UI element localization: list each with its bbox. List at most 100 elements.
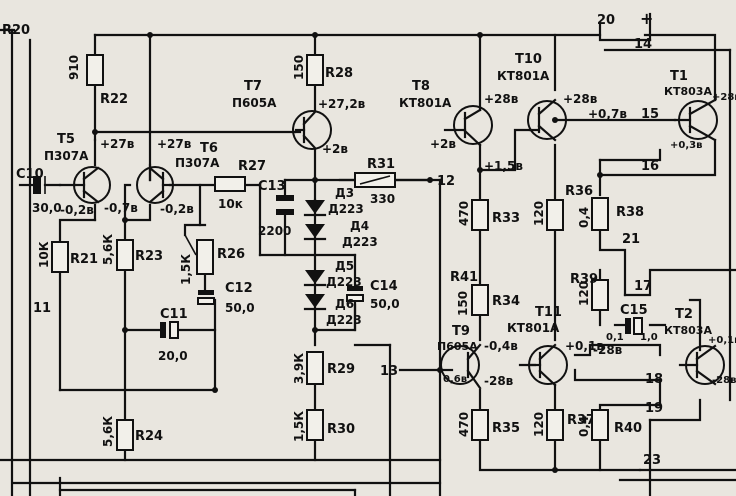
svg-text:R39: R39 — [570, 272, 598, 287]
svg-text:Д223: Д223 — [326, 313, 362, 327]
diode-d5: Д5 Д223 — [303, 259, 362, 289]
svg-text:470: 470 — [457, 201, 471, 226]
svg-text:-28в: -28в — [593, 343, 623, 357]
svg-text:КТ803А: КТ803А — [664, 324, 712, 337]
transistor-t2: T2 КТ803А — [664, 307, 725, 386]
svg-text:R27: R27 — [238, 159, 266, 174]
svg-text:C14: C14 — [370, 279, 398, 294]
svg-text:+28в: +28в — [484, 92, 519, 106]
svg-text:120: 120 — [532, 201, 546, 226]
resistor-r36: R36 120 — [532, 184, 593, 231]
svg-text:C15: C15 — [620, 303, 648, 318]
svg-text:+2в: +2в — [430, 137, 456, 151]
svg-text:-28в: -28в — [484, 374, 514, 388]
resistor-r27: R27 10к — [214, 159, 266, 211]
capacitor-c13: C13 2200 — [258, 179, 294, 238]
resistor-r41-label: R41 — [450, 270, 478, 285]
svg-text:Д223: Д223 — [328, 202, 364, 216]
svg-text:3,9К: 3,9К — [292, 353, 306, 384]
resistor-r24: R24 5,6К — [101, 416, 163, 451]
transistor-t5: T5 П307А — [44, 132, 111, 204]
transistor-t10: T10 КТ801А — [497, 52, 567, 142]
transistor-t1: T1 КТ803А — [664, 69, 718, 142]
svg-text:R23: R23 — [135, 249, 163, 264]
resistor-r22: R22 910 — [67, 54, 128, 107]
svg-text:10к: 10к — [218, 197, 243, 211]
terminal-12: 12 — [437, 174, 455, 189]
capacitor-c14: C14 50,0 — [346, 279, 400, 311]
svg-text:+28в: +28в — [712, 92, 736, 103]
svg-text:50,0: 50,0 — [225, 301, 255, 315]
svg-text:5,6К: 5,6К — [101, 416, 115, 447]
svg-text:КТ801А: КТ801А — [507, 321, 560, 335]
resistor-r37: R37 120 — [532, 409, 595, 441]
svg-text:+0,7в: +0,7в — [588, 107, 627, 121]
svg-text:2200: 2200 — [258, 224, 291, 238]
svg-text:120: 120 — [577, 281, 591, 306]
terminal-plus: + — [640, 9, 653, 28]
svg-text:R28: R28 — [325, 66, 353, 81]
svg-text:Д223: Д223 — [342, 235, 378, 249]
svg-text:R29: R29 — [327, 362, 355, 377]
svg-text:R22: R22 — [100, 92, 128, 107]
svg-text:-0,2в: -0,2в — [160, 202, 194, 216]
svg-text:R34: R34 — [492, 294, 520, 309]
capacitor-c11: C11 20,0 — [158, 307, 188, 363]
svg-text:R35: R35 — [492, 421, 520, 436]
svg-text:R30: R30 — [327, 422, 355, 437]
svg-text:Д3: Д3 — [335, 186, 354, 200]
terminal-16: 16 — [641, 159, 659, 174]
terminal-r20: R20 — [2, 23, 30, 38]
svg-text:+27в: +27в — [157, 137, 192, 151]
svg-text:20,0: 20,0 — [158, 349, 188, 363]
terminal-11: 11 — [33, 301, 51, 316]
svg-text:0,6в: 0,6в — [443, 374, 467, 385]
svg-text:T9: T9 — [452, 324, 470, 339]
svg-text:R31: R31 — [367, 157, 395, 172]
resistor-r38: R38 0,4 — [577, 197, 644, 231]
svg-text:+27,2в: +27,2в — [318, 97, 366, 111]
svg-text:-0,2в: -0,2в — [60, 203, 94, 217]
terminal-20: 20 — [597, 13, 615, 28]
svg-text:910: 910 — [67, 55, 81, 80]
svg-text:T5: T5 — [57, 132, 75, 147]
svg-text:П307А: П307А — [175, 156, 220, 170]
resistor-r31: R31 330 — [354, 157, 396, 206]
transistor-t9: T9 П605А — [437, 324, 482, 390]
transistor-t8: T8 КТ801А — [399, 79, 493, 147]
svg-text:C13: C13 — [258, 179, 286, 194]
transistor-t7: T7 П605А — [232, 79, 332, 150]
svg-text:-0,7в: -0,7в — [104, 201, 138, 215]
svg-text:П307А: П307А — [44, 149, 89, 163]
terminal-21: 21 — [622, 232, 640, 247]
svg-text:150: 150 — [456, 291, 470, 316]
svg-text:+0,3в: +0,3в — [670, 140, 702, 151]
svg-text:5,6К: 5,6К — [101, 234, 115, 265]
svg-text:КТ801А: КТ801А — [497, 69, 550, 83]
resistor-r26: R26 1,5К — [179, 234, 245, 285]
capacitor-c10: C10 30,0 — [16, 167, 62, 215]
svg-text:0,4: 0,4 — [577, 207, 591, 228]
svg-text:+2в: +2в — [322, 142, 348, 156]
svg-text:1,0: 1,0 — [640, 332, 658, 343]
svg-text:R37: R37 — [567, 413, 595, 428]
svg-text:120: 120 — [532, 412, 546, 437]
svg-text:Д5: Д5 — [335, 259, 354, 273]
svg-text:-28в: -28в — [712, 375, 736, 386]
resistor-r33: R33 470 — [457, 199, 520, 231]
svg-text:КТ801А: КТ801А — [399, 96, 452, 110]
svg-text:C11: C11 — [160, 307, 188, 322]
svg-text:50,0: 50,0 — [370, 297, 400, 311]
wires — [0, 12, 736, 496]
svg-text:1,5К: 1,5К — [179, 254, 193, 285]
svg-text:10К: 10К — [37, 241, 51, 268]
svg-text:T8: T8 — [412, 79, 430, 94]
svg-text:R38: R38 — [616, 205, 644, 220]
svg-text:R36: R36 — [565, 184, 593, 199]
svg-text:470: 470 — [457, 412, 471, 437]
terminal-14: 14 — [634, 37, 652, 52]
svg-text:+28в: +28в — [563, 92, 598, 106]
svg-text:R24: R24 — [135, 429, 163, 444]
terminal-23: 23 — [643, 453, 661, 468]
transistor-t11: T11 КТ801А — [507, 305, 568, 387]
